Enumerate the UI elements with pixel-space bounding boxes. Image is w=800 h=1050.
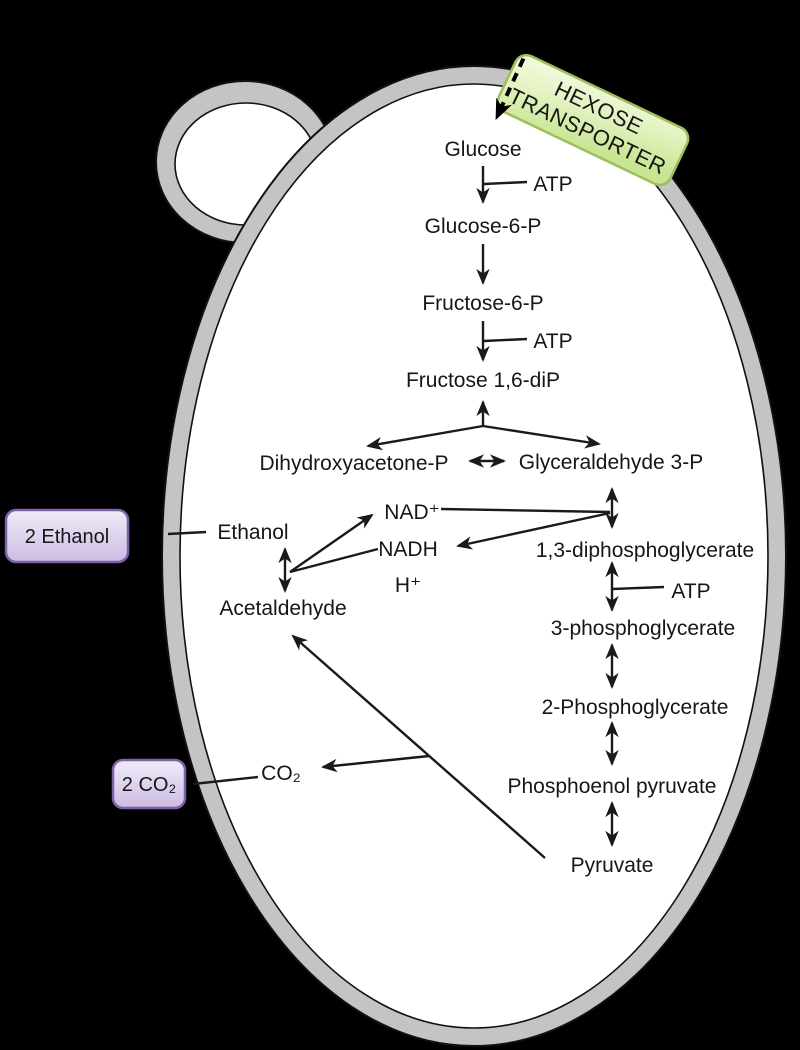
label-atp-1: ATP bbox=[533, 173, 572, 196]
label-fructose6p: Fructose-6-P bbox=[422, 292, 543, 315]
cell-interior bbox=[179, 83, 769, 1029]
ethanol-export-rect bbox=[4, 508, 130, 564]
co2-export-box: 2 CO₂ bbox=[111, 758, 187, 810]
label-ethanol: Ethanol bbox=[217, 521, 288, 544]
hexose-transporter-rect bbox=[496, 53, 690, 187]
co2-export-label: 2 CO₂ bbox=[122, 774, 176, 796]
ethanol-export-box: 2 Ethanol bbox=[4, 508, 130, 564]
co2-export-rect bbox=[111, 758, 187, 810]
metabolite-labels: Glucose ATP Glucose-6-P Fructose-6-P ATP… bbox=[217, 138, 754, 877]
arrow-pyruvate-to-acetaldehyde bbox=[291, 634, 546, 859]
tick-atp2 bbox=[483, 337, 528, 343]
arrow-junction-to-nad bbox=[289, 513, 374, 573]
label-pg2: 2-Phosphoglycerate bbox=[542, 696, 729, 719]
label-acetaldehyde: Acetaldehyde bbox=[219, 597, 346, 620]
arrow-junction-to-nadh bbox=[456, 511, 611, 550]
label-nadh: NADH bbox=[378, 538, 438, 561]
label-g3p: Glyceraldehyde 3-P bbox=[519, 451, 703, 474]
pathway-arrows bbox=[167, 166, 665, 859]
label-hplus: H⁺ bbox=[395, 574, 421, 597]
glucose-import-arrow bbox=[495, 43, 532, 121]
external-product-boxes: 2 Ethanol 2 CO₂ bbox=[4, 508, 187, 810]
label-co2: CO₂ bbox=[261, 762, 301, 785]
tick-atp1 bbox=[483, 180, 528, 186]
line-nad-to-junction bbox=[440, 507, 611, 514]
tick-ethanol-export bbox=[167, 530, 207, 536]
label-nad: NAD⁺ bbox=[384, 501, 439, 524]
arrow-split-to-dhap bbox=[366, 424, 484, 451]
label-atp-3: ATP bbox=[671, 580, 710, 603]
tick-co2-export bbox=[192, 775, 259, 786]
label-fructose16dip: Fructose 1,6-diP bbox=[406, 369, 560, 392]
label-pg3: 3-phosphoglycerate bbox=[551, 617, 735, 640]
arrow-split-to-g3p bbox=[482, 424, 601, 449]
label-pyruvate: Pyruvate bbox=[571, 854, 654, 877]
label-glucose: Glucose bbox=[444, 138, 521, 161]
label-pep: Phosphoenol pyruvate bbox=[508, 775, 717, 798]
label-atp-2: ATP bbox=[533, 330, 572, 353]
label-glucose6p: Glucose-6-P bbox=[425, 215, 542, 238]
label-dpg13: 1,3-diphosphoglycerate bbox=[536, 539, 754, 562]
label-dhap: Dihydroxyacetone-P bbox=[259, 452, 448, 475]
line-junction-to-nadh bbox=[289, 547, 379, 574]
yeast-cell bbox=[155, 65, 787, 1047]
tick-atp3 bbox=[612, 585, 665, 591]
arrow-to-co2 bbox=[320, 754, 430, 773]
ethanol-export-label: 2 Ethanol bbox=[25, 526, 110, 548]
